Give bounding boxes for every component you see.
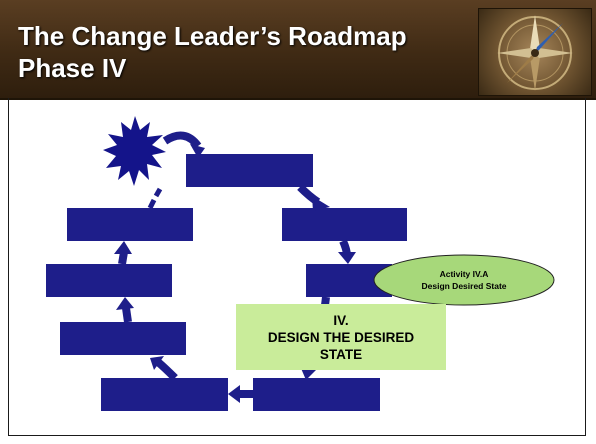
roadmap-box-top: [186, 154, 313, 187]
activity-callout: Activity IV.A Design Desired State: [374, 256, 554, 304]
arrow-right-1-to-right-2: [338, 239, 356, 264]
roadmap-box-bottom-left: [101, 378, 228, 411]
phase-box-line-2: DESIGN THE DESIRED: [267, 329, 415, 345]
starburst-icon: [103, 116, 166, 186]
arrow-bottom-right-to-bottom-left: [228, 385, 253, 403]
compass-icon: [478, 8, 592, 96]
roadmap-box-bottom-right: [253, 378, 380, 411]
arrow-starburst-to-top: [162, 131, 205, 158]
arrow-left-2-to-left-3: [114, 241, 132, 265]
activity-callout-ellipse: [373, 254, 555, 306]
page-title: The Change Leader’s Roadmap Phase IV: [18, 20, 488, 84]
phase-box: IV. DESIGN THE DESIRED STATE: [236, 304, 446, 370]
title-bar: The Change Leader’s Roadmap Phase IV: [0, 0, 596, 100]
activity-callout-line-1: Activity IV.A: [439, 269, 489, 279]
arrow-top-to-right-1: [297, 184, 330, 211]
roadmap-box-left-1: [60, 322, 186, 355]
roadmap-box-left-3: [67, 208, 193, 241]
arrow-bottom-left-to-left-1: [150, 356, 178, 381]
roadmap-box-left-2: [46, 264, 172, 297]
phase-box-line-3: STATE: [319, 346, 363, 362]
activity-callout-line-2: Design Desired State: [421, 281, 507, 291]
content-frame: [8, 98, 586, 436]
phase-box-line-1: IV.: [333, 312, 349, 328]
arrow-left-3-to-starburst: [147, 187, 163, 210]
title-line-2: Phase IV: [18, 53, 127, 83]
arrow-left-1-to-left-2: [116, 297, 134, 323]
title-line-1: The Change Leader’s Roadmap: [18, 21, 407, 51]
roadmap-box-right-1: [282, 208, 407, 241]
